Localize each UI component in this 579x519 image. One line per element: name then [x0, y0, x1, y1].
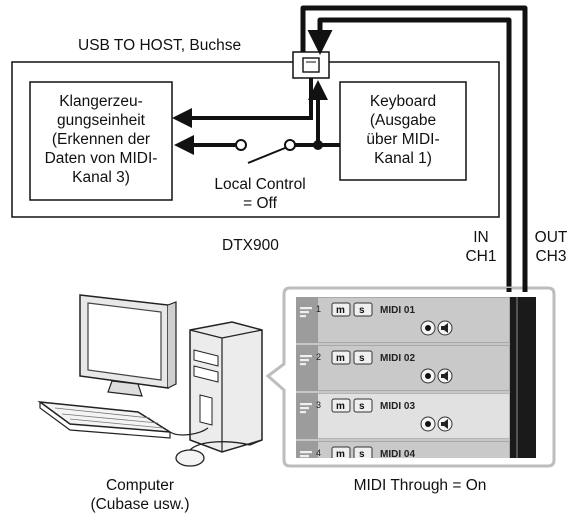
computer-label: Computer (Cubase usw.)	[70, 476, 210, 514]
dtx900-box	[11, 61, 500, 218]
mute-button[interactable]	[331, 302, 351, 317]
track-row[interactable]: 4 m s MIDI 04	[296, 440, 511, 487]
tone-generator-line-3: (Erkennen der	[51, 131, 151, 148]
record-icon	[425, 373, 431, 379]
track-name: MIDI 02	[380, 353, 415, 364]
out-port-label: OUT CH3	[528, 228, 574, 266]
keyboard-label: Keyboard (Ausgabe über MIDI- Kanal 1)	[340, 92, 466, 168]
usb-to-host-label: USB TO HOST, Buchse	[78, 37, 242, 54]
device-label: DTX900	[222, 237, 279, 254]
track-strip	[296, 297, 318, 343]
usb-cable-in	[307, 17, 512, 288]
record-icon	[425, 325, 431, 331]
track-row[interactable]: 3 m s MIDI 03	[296, 392, 511, 440]
track-type-icon	[300, 455, 309, 458]
out-port-line-1: OUT	[534, 229, 568, 246]
solo-button[interactable]	[353, 302, 373, 317]
local-control-line-1: Local Control	[214, 176, 306, 193]
track-type-icon	[300, 359, 309, 362]
speaker-icon	[441, 371, 448, 381]
track-type-icon	[300, 411, 306, 414]
record-icon	[425, 469, 431, 475]
keyboard-line-3: über MIDI-	[366, 131, 440, 148]
track-type-icon	[300, 403, 312, 406]
tone-generator-label: Klangerzeu- gungseinheit (Erkennen der D…	[30, 92, 172, 187]
keyboard-box	[339, 81, 467, 181]
solo-button[interactable]	[353, 350, 373, 365]
track-name: MIDI 03	[380, 401, 415, 412]
track-number: 2	[316, 352, 321, 362]
track-type-icon	[300, 307, 312, 310]
mute-button-label: m	[336, 353, 345, 364]
track-row-bg	[296, 297, 511, 344]
switch-contact-right	[284, 139, 296, 151]
track-type-icon	[300, 315, 306, 318]
speaker-icon	[441, 323, 448, 333]
keyboard-line-1: Keyboard	[369, 93, 437, 110]
solo-button-label: s	[359, 305, 365, 316]
track-row-bg	[296, 392, 511, 440]
solo-button[interactable]	[353, 398, 373, 413]
out-port-line-2: CH3	[535, 248, 567, 265]
keyboard-line-2: (Ausgabe	[369, 112, 437, 129]
event-lane	[510, 297, 536, 458]
midi-through-label: MIDI Through = On	[353, 477, 487, 494]
track-number: 4	[316, 448, 321, 458]
in-port-line-1: IN	[473, 229, 489, 246]
mute-button[interactable]	[331, 350, 351, 365]
local-control-line-2: = Off	[243, 195, 277, 212]
in-port-label: IN CH1	[462, 228, 500, 266]
tone-generator-box	[29, 81, 173, 201]
track-strip	[296, 393, 318, 439]
in-port-line-2: CH1	[465, 248, 497, 265]
keyboard-line-4: Kanal 1)	[374, 150, 432, 167]
solo-button-label: s	[359, 353, 365, 364]
junction-dot	[313, 140, 323, 150]
switch-lever	[247, 147, 286, 164]
computer-line-2: (Cubase usw.)	[90, 496, 190, 513]
solo-button-label: s	[359, 449, 365, 460]
mute-button[interactable]	[331, 446, 351, 460]
record-icon	[425, 421, 431, 427]
tone-generator-line-1: Klangerzeu-	[59, 93, 143, 110]
track-type-icon	[300, 407, 309, 410]
solo-button-label: s	[359, 401, 365, 412]
computer-illustration	[37, 294, 263, 467]
track-number: 1	[316, 304, 321, 314]
track-number: 3	[316, 400, 321, 410]
track-type-icon	[300, 451, 312, 454]
mute-button[interactable]	[331, 398, 351, 413]
track-name: MIDI 04	[380, 449, 415, 460]
usb-to-tone-generator-line	[172, 78, 313, 128]
switch-contact-left	[235, 139, 247, 151]
track-row[interactable]: 2 m s MIDI 02	[296, 344, 511, 392]
track-strip	[296, 441, 318, 458]
tone-generator-line-5: Kanal 3)	[72, 169, 130, 186]
event-lane-divider	[516, 297, 518, 458]
mute-button-label: m	[336, 401, 345, 412]
usb-connector-icon	[292, 51, 330, 79]
track-type-icon	[300, 355, 312, 358]
tone-generator-line-2: gungseinheit	[57, 112, 145, 129]
track-type-icon	[300, 311, 309, 314]
track-name: MIDI 01	[380, 305, 415, 316]
local-control-label: Local Control = Off	[190, 175, 330, 213]
track-strip	[296, 345, 318, 391]
solo-button[interactable]	[353, 446, 373, 460]
track-row-bg	[296, 344, 511, 392]
track-type-icon	[300, 363, 306, 366]
track-row[interactable]: 1 m s MIDI 01	[296, 297, 511, 344]
computer-line-1: Computer	[105, 477, 175, 494]
usb-cable-out	[300, 5, 528, 285]
tone-generator-line-4: Daten von MIDI-	[44, 150, 158, 167]
speaker-icon	[441, 419, 448, 429]
mute-button-label: m	[336, 449, 345, 460]
mute-button-label: m	[336, 305, 345, 316]
